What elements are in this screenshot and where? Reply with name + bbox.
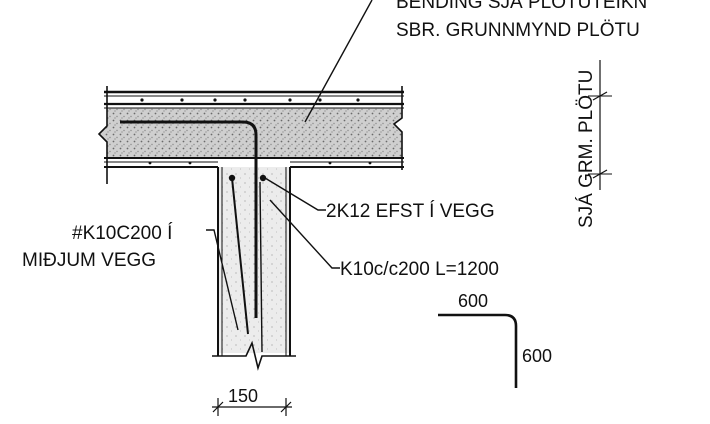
wall-top-bar-1 xyxy=(228,174,236,182)
slab-thickness-dim xyxy=(588,60,612,190)
label-rebar-mid-2: MIÐJUM VEGG xyxy=(22,250,156,271)
hooked-bar xyxy=(120,120,258,318)
label-top-line2: SBR. GRUNNMYND PLÖTU xyxy=(396,20,640,41)
dim-hook-horizontal: 600 xyxy=(458,291,488,311)
wall-top-bar-2 xyxy=(259,174,267,182)
slab-break-right xyxy=(392,86,403,170)
dim-wall-thickness: 150 xyxy=(228,386,258,406)
slab-fill xyxy=(99,108,402,158)
wall-thickness-dim xyxy=(212,398,292,416)
wall-fill xyxy=(218,167,290,353)
label-vertical-note: SJÁ GRM. PLÖTU xyxy=(576,70,597,228)
dim-hook-vertical: 600 xyxy=(522,346,552,366)
wall-break xyxy=(212,340,296,371)
leader-2k12 xyxy=(264,177,326,211)
label-rebar-bent: K10c/c200 L=1200 xyxy=(340,259,499,280)
leader-k10c200 xyxy=(206,229,239,331)
label-top-line1: BENDING SJÁ PLÖTUTEIKN xyxy=(396,0,647,13)
label-rebar-top: 2K12 EFST Í VEGG xyxy=(326,201,495,222)
leader-top xyxy=(304,0,373,123)
label-rebar-mid-1: #K10C200 Í xyxy=(72,223,173,244)
leader-k10cc200 xyxy=(269,199,340,269)
wall xyxy=(212,167,296,371)
slab-break-left xyxy=(97,86,108,184)
slab-rebar-dots xyxy=(140,98,372,165)
hook-shape xyxy=(438,313,518,388)
middle-bar xyxy=(231,177,249,335)
